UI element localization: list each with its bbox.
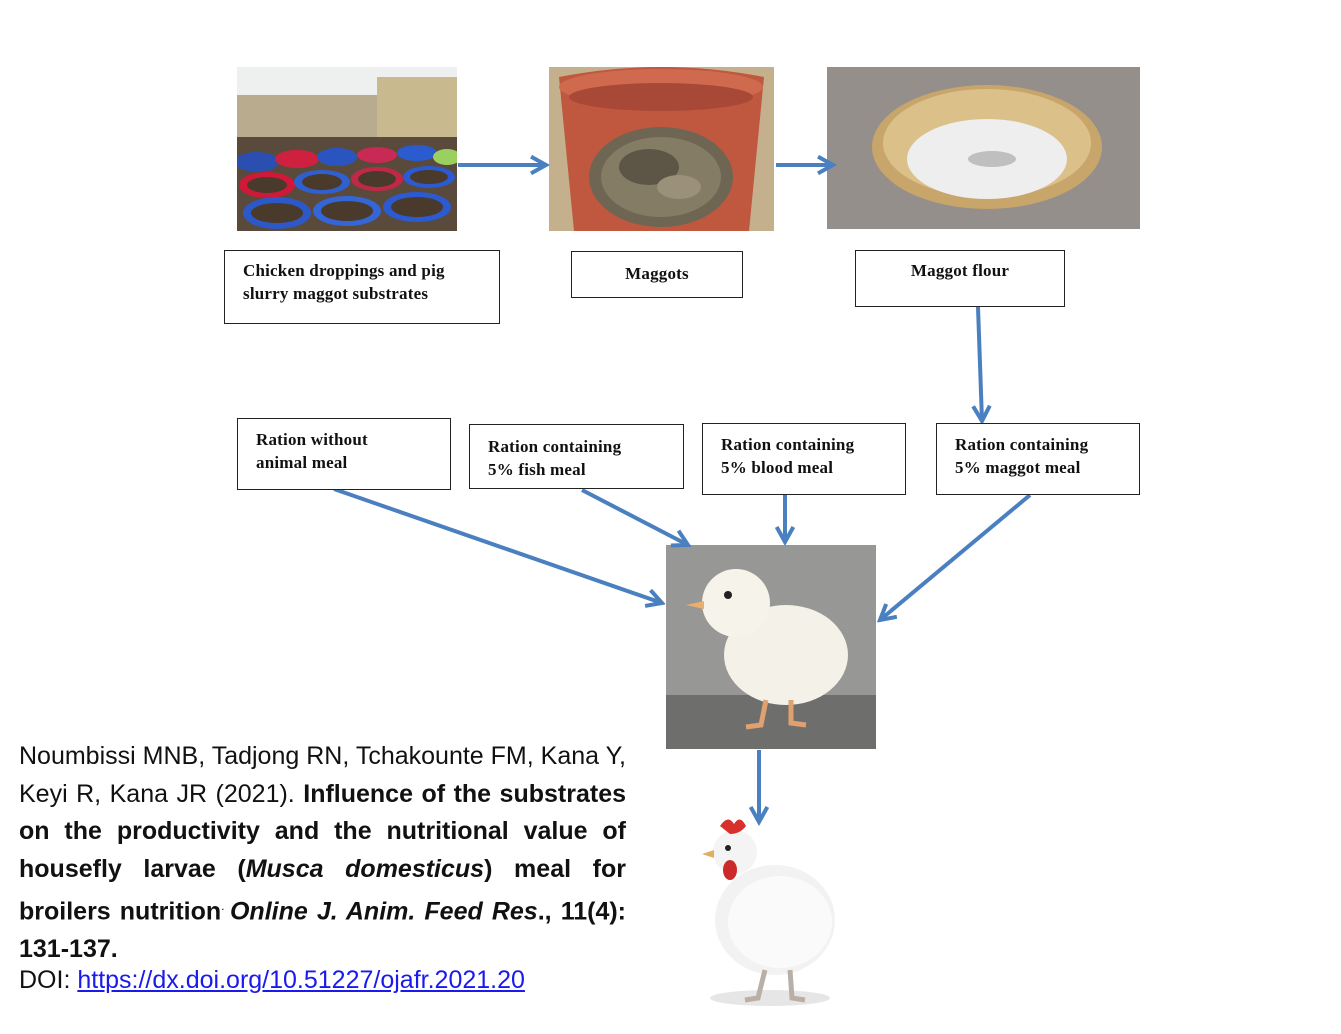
ration-maggot-line1: Ration containing	[955, 435, 1089, 454]
maggots-box: Maggots	[571, 251, 743, 298]
citation-separator: .	[221, 899, 230, 913]
citation-journal-end: ., 11(4): 131-137.	[19, 897, 627, 963]
ration-blood-line1: Ration containing	[721, 435, 855, 454]
ration-blood-line2: 5% blood meal	[721, 458, 834, 477]
ration-no-meal-line2: animal meal	[256, 453, 348, 472]
doi-link[interactable]: https://dx.doi.org/10.51227/ojafr.2021.2…	[77, 966, 525, 994]
maggots-label: Maggots	[625, 264, 689, 283]
maggot-flour-label: Maggot flour	[910, 261, 1010, 280]
maggots-bucket-photo	[549, 67, 774, 231]
citation-species: Musca domesticus	[245, 854, 485, 883]
ration-maggot-meal-box: Ration containing 5% maggot meal	[936, 423, 1140, 495]
substrates-box: Chicken droppings and pig slurry maggot …	[224, 250, 500, 324]
ration-fish-line2: 5% fish meal	[488, 460, 586, 479]
ration-no-meal-line1: Ration without	[256, 430, 368, 449]
citation-authors: Noumbissi MNB, Tadjong RN, Tchakounte FM…	[19, 742, 626, 808]
arrow-maggot-ration-to-chick	[880, 493, 1032, 620]
doi-line: DOI: https://dx.doi.org/10.51227/ojafr.2…	[19, 962, 525, 999]
arrow-fish-ration-to-chick	[581, 488, 688, 545]
substrates-label: Chicken droppings and pig slurry maggot …	[243, 261, 445, 303]
broiler-chicken-image	[700, 810, 840, 1010]
citation-title-a: Influence of the substrates on the produ…	[19, 779, 626, 883]
citation-journal: Online J. Anim. Feed Res	[229, 897, 538, 926]
ration-fish-line1: Ration containing	[488, 437, 622, 456]
ration-maggot-line2: 5% maggot meal	[955, 458, 1081, 477]
ration-fish-meal-box: Ration containing 5% fish meal	[469, 424, 684, 489]
arrow-flour-to-maggot-ration	[978, 306, 982, 421]
arrow-no-meal-ration-to-chick	[333, 487, 662, 603]
chick-photo	[666, 545, 876, 749]
citation-text: Noumbissi MNB, Tadjong RN, Tchakounte FM…	[19, 738, 626, 968]
maggot-flour-box: Maggot flour	[855, 250, 1065, 307]
doi-label: DOI:	[19, 966, 78, 994]
maggot-flour-basket-photo	[827, 67, 1140, 229]
substrate-basins-photo	[237, 67, 457, 231]
ration-blood-meal-box: Ration containing 5% blood meal	[702, 423, 906, 495]
ration-no-animal-meal-box: Ration without animal meal	[237, 418, 451, 490]
citation-title-b: ) meal for broilers nutrition	[19, 854, 627, 926]
